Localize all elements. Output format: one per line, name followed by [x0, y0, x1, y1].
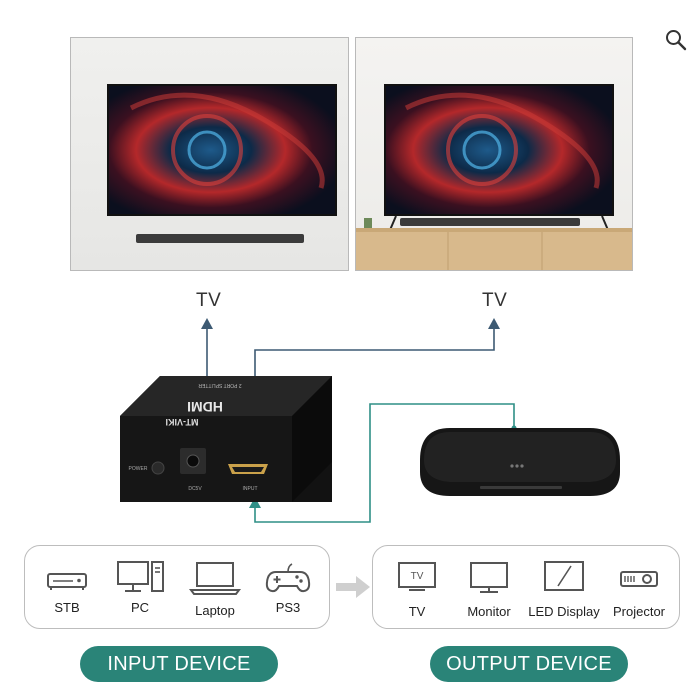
tv-icon: TV — [398, 562, 436, 591]
gamepad-icon — [265, 563, 311, 593]
arrowhead-right-tv — [488, 318, 500, 329]
device-monitor: Monitor — [453, 556, 525, 624]
tv-photo-right — [355, 37, 633, 271]
pc-icon — [117, 561, 164, 592]
led-display-icon — [544, 561, 584, 591]
tv-label-left: TV — [196, 290, 222, 311]
splitter-brand: MT-VIKI — [166, 417, 199, 427]
input-device-button[interactable]: INPUT DEVICE — [80, 646, 278, 682]
device-tv: TV TV — [381, 556, 453, 624]
device-led-display: LED Display — [528, 556, 600, 624]
set-top-box — [420, 428, 620, 496]
tv-icon-text: TV — [411, 571, 424, 582]
device-pc: PC — [104, 556, 176, 624]
device-label-pc: PC — [130, 600, 150, 615]
arrowhead-left-tv — [201, 318, 213, 329]
wire-input — [254, 403, 515, 523]
device-label-tv: TV — [408, 604, 426, 619]
tv-photo-left — [70, 37, 349, 271]
device-label-projector: Projector — [612, 604, 666, 619]
hdmi-splitter: 2 PORT SPLITTER HDMI MT-VIKI POWER DC5V … — [120, 376, 332, 502]
device-laptop: Laptop — [179, 556, 251, 624]
device-ps3: PS3 — [252, 556, 324, 624]
search-icon[interactable] — [664, 28, 688, 52]
wire-right-tv — [254, 326, 495, 380]
tv-label-right: TV — [482, 290, 508, 311]
projector-icon — [620, 571, 658, 587]
device-label-stb: STB — [54, 600, 80, 615]
laptop-icon — [189, 562, 241, 595]
splitter-hdmi-logo: HDMI — [187, 399, 223, 415]
device-label-laptop: Laptop — [195, 603, 235, 618]
splitter-power-label: POWER — [129, 466, 148, 472]
device-projector: Projector — [603, 556, 675, 624]
arrow-right-icon — [336, 576, 370, 598]
splitter-input-label: INPUT — [243, 486, 258, 492]
monitor-icon — [470, 562, 508, 593]
input-device-panel: STB PC Laptop PS3 — [24, 545, 330, 629]
output-device-button[interactable]: OUTPUT DEVICE — [430, 646, 628, 682]
stb-icon — [47, 573, 87, 590]
device-stb: STB — [31, 556, 103, 624]
device-label-monitor: Monitor — [467, 604, 511, 619]
device-label-led-display: LED Display — [528, 604, 600, 619]
output-device-panel: TV TV Monitor LED Display Projector — [372, 545, 680, 629]
device-label-ps3: PS3 — [275, 600, 301, 615]
splitter-dc-label: DC5V — [188, 486, 202, 492]
splitter-top-text: 2 PORT SPLITTER — [198, 382, 242, 388]
arrowhead-input — [249, 497, 261, 508]
